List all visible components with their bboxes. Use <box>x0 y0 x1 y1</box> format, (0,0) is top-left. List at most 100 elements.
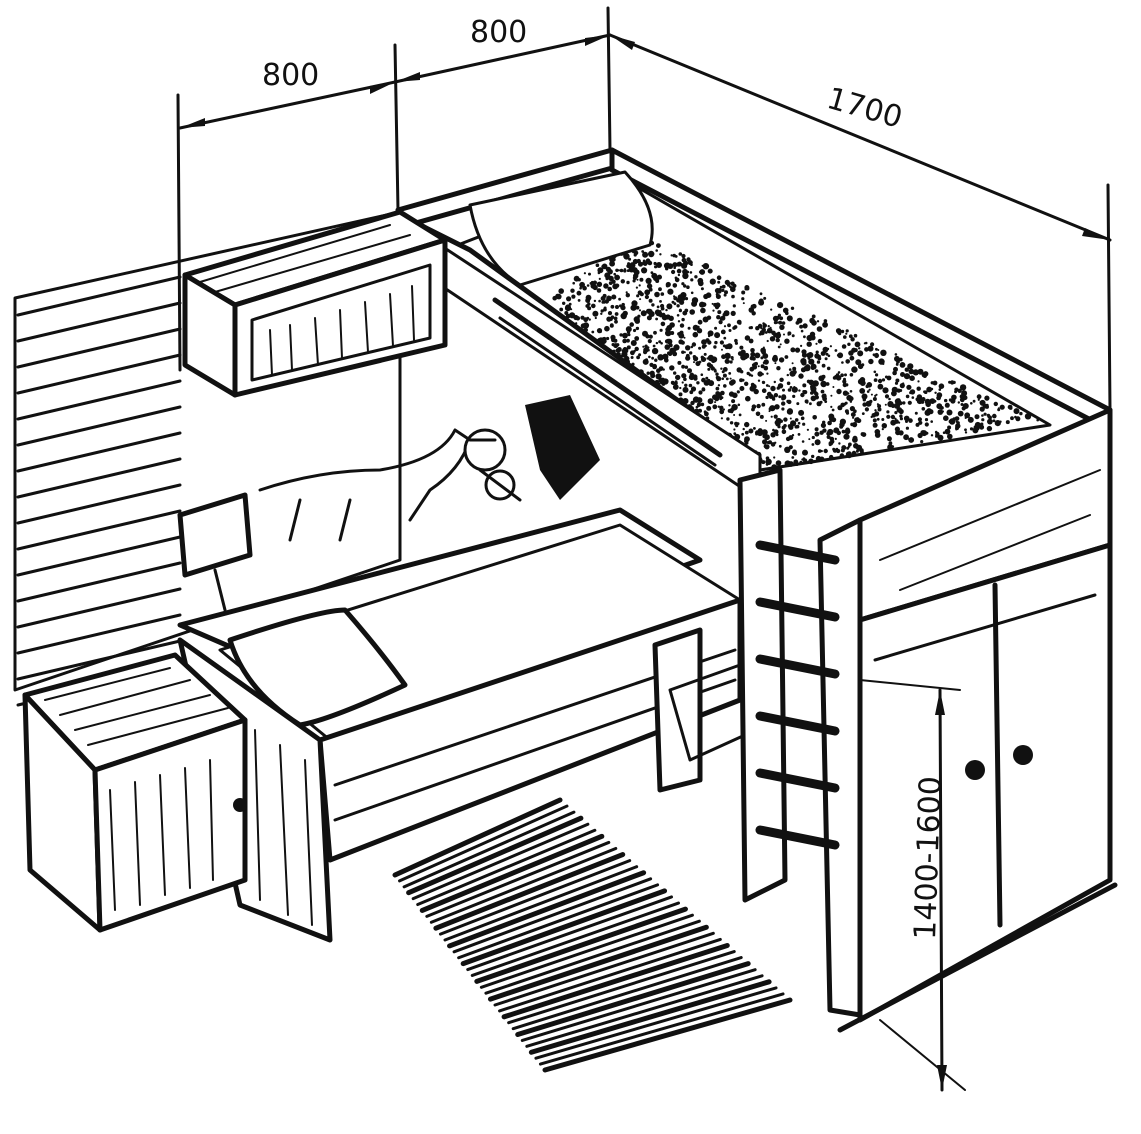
mattress-speckle <box>659 314 663 318</box>
mattress-speckle <box>700 373 704 377</box>
wall-plank-line <box>16 405 182 447</box>
mattress-speckle <box>873 378 878 382</box>
mattress-speckle <box>649 362 654 367</box>
mattress-speckle <box>761 460 766 465</box>
mattress-speckle <box>683 377 687 382</box>
mattress-speckle <box>571 294 576 299</box>
mattress-speckle <box>765 384 769 387</box>
mattress-speckle <box>681 373 687 379</box>
mattress-speckle <box>673 296 678 301</box>
mattress-speckle <box>732 304 736 308</box>
mattress-speckle <box>723 293 727 297</box>
mattress-speckle <box>987 426 991 429</box>
mattress-speckle <box>718 320 723 325</box>
mattress-speckle <box>836 388 842 395</box>
mattress-speckle <box>600 309 604 313</box>
mattress-speckle <box>894 353 898 356</box>
mattress-speckle <box>853 348 858 353</box>
mattress-speckle <box>801 440 805 443</box>
mattress-speckle <box>647 339 652 344</box>
mattress-speckle <box>682 386 689 393</box>
mattress-speckle <box>694 275 698 279</box>
mattress-speckle <box>757 379 761 382</box>
mattress-speckle <box>635 326 640 331</box>
mattress-speckle <box>570 308 573 311</box>
rug-stripe <box>406 815 584 896</box>
mattress-speckle <box>793 459 799 465</box>
mattress-speckle <box>645 277 652 284</box>
mattress-speckle <box>778 383 782 386</box>
mattress-speckle <box>896 398 901 402</box>
mattress-speckle <box>908 437 915 443</box>
mattress-speckle <box>798 409 805 416</box>
mattress-speckle <box>826 435 831 439</box>
mattress-speckle <box>682 268 688 275</box>
mattress-speckle <box>596 288 602 293</box>
mattress-speckle <box>642 345 645 348</box>
mattress-speckle <box>839 453 845 458</box>
mattress-speckle <box>733 428 736 431</box>
mattress-speckle <box>614 319 618 324</box>
mattress-speckle <box>763 444 768 449</box>
mattress-speckle <box>947 430 950 434</box>
mattress-speckle <box>881 418 885 421</box>
mattress-speckle <box>981 414 984 417</box>
mattress-speckle <box>685 275 689 278</box>
mattress-speckle <box>703 293 709 300</box>
mattress-speckle <box>648 250 655 258</box>
mattress-speckle <box>742 302 745 305</box>
mattress-speckle <box>721 377 724 381</box>
mattress-speckle <box>660 306 665 311</box>
mattress-speckle <box>719 340 725 345</box>
mattress-speckle <box>711 302 714 305</box>
mattress-speckle <box>585 294 592 301</box>
mattress-speckle <box>959 394 965 399</box>
mattress-speckle <box>678 252 683 256</box>
mattress-speckle <box>979 401 982 404</box>
mattress-speckle <box>957 410 964 417</box>
mattress-speckle <box>954 416 960 421</box>
mattress-speckle <box>697 325 700 329</box>
mattress-speckle <box>841 361 844 364</box>
mattress-speckle <box>827 354 831 358</box>
mattress-speckle <box>916 386 921 391</box>
mattress-speckle <box>688 383 693 388</box>
mattress-speckle <box>724 279 730 285</box>
mattress-speckle <box>592 284 598 291</box>
mattress-speckle <box>661 314 668 321</box>
mattress-speckle <box>784 460 791 467</box>
rug-stripe <box>501 942 730 1020</box>
mattress-speckle <box>749 366 755 372</box>
mattress-speckle <box>964 428 967 432</box>
mattress-speckle <box>777 345 781 349</box>
mattress-speckle <box>830 394 833 397</box>
mattress-speckle <box>854 417 860 423</box>
mattress-speckle <box>739 345 744 350</box>
mattress-speckle <box>1013 408 1020 415</box>
mattress-speckle <box>607 286 612 292</box>
mattress-speckle <box>679 386 682 390</box>
mattress-speckle <box>671 300 675 304</box>
mattress-speckle <box>748 428 754 434</box>
mattress-speckle <box>815 342 818 345</box>
mattress-speckle <box>819 400 823 404</box>
mattress-speckle <box>809 402 812 406</box>
mattress-speckle <box>654 265 658 269</box>
mattress-speckle <box>979 424 985 430</box>
mattress-speckle <box>902 401 906 405</box>
mattress-speckle <box>932 380 938 386</box>
mattress-speckle <box>720 315 726 321</box>
mattress-speckle <box>701 339 707 345</box>
mattress-speckle <box>654 309 661 316</box>
mattress-speckle <box>904 367 909 372</box>
rug-stripe <box>411 822 590 901</box>
mattress-speckle <box>630 340 637 346</box>
mattress-speckle <box>826 366 831 371</box>
mattress-speckle <box>697 277 704 284</box>
mattress-speckle <box>607 311 613 316</box>
mattress-speckle <box>602 300 606 304</box>
mattress-speckle <box>1010 416 1014 421</box>
mattress-speckle <box>877 407 882 412</box>
mattress-speckle <box>926 386 933 393</box>
mattress-speckle <box>899 414 903 418</box>
